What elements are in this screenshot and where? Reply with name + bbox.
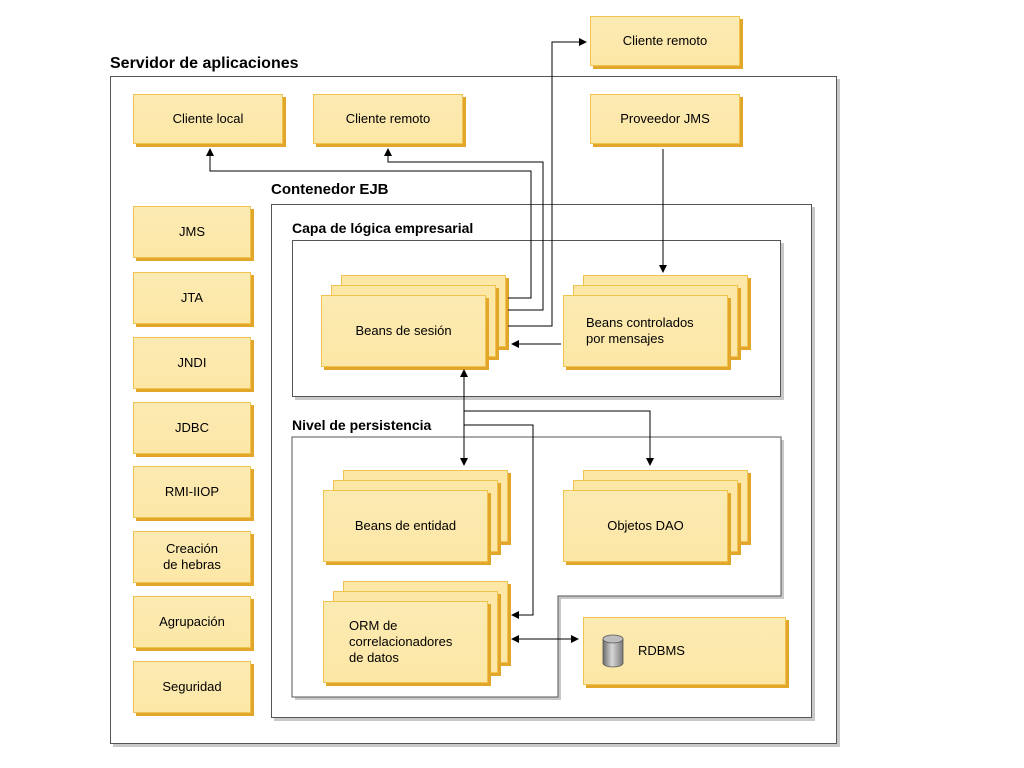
service-label-pooling: Agrupación [159, 614, 225, 629]
service-box-jndi: JNDI [133, 337, 251, 389]
service-label-jms: JMS [179, 224, 205, 239]
jms-provider-label: Proveedor JMS [620, 111, 710, 126]
rdbms-box: RDBMS [583, 617, 786, 685]
business-tier-title: Capa de lógica empresarial [292, 220, 474, 236]
remote-client-outer-box: Cliente remoto [590, 16, 740, 66]
session-beans-box: Beans de sesión [321, 295, 486, 367]
local-client-label: Cliente local [172, 111, 244, 126]
ejb-container-title: Contenedor EJB [271, 181, 389, 198]
service-label-jdbc: JDBC [175, 420, 209, 435]
database-cylinder-icon [602, 634, 624, 668]
persistence-tier-title: Nivel de persistencia [292, 417, 432, 433]
service-box-pooling: Agrupación [133, 596, 251, 648]
entity-beans-label: Beans de entidad [354, 518, 457, 533]
local-client-box: Cliente local [133, 94, 283, 144]
service-box-jdbc: JDBC [133, 402, 251, 454]
remote-client-inner-label: Cliente remoto [345, 111, 431, 126]
app-server-title: Servidor de aplicaciones [110, 55, 299, 72]
service-label-jta: JTA [180, 290, 204, 305]
service-box-rmi-iiop: RMI-IIOP [133, 466, 251, 518]
mdb-label: Beans controlados por mensajes [586, 315, 694, 346]
orm-box: ORM de correlacionadores de datos [323, 601, 488, 683]
service-box-jms: JMS [133, 206, 251, 258]
mdb-box: Beans controlados por mensajes [563, 295, 728, 367]
remote-client-outer-label: Cliente remoto [622, 33, 708, 48]
rdbms-label: RDBMS [638, 643, 685, 658]
service-box-jta: JTA [133, 272, 251, 324]
service-box-security: Seguridad [133, 661, 251, 713]
service-label-threading: Creación de hebras [163, 541, 221, 572]
dao-label: Objetos DAO [607, 518, 684, 533]
service-label-rmi-iiop: RMI-IIOP [164, 484, 220, 499]
remote-client-inner-box: Cliente remoto [313, 94, 463, 144]
session-beans-label: Beans de sesión [355, 323, 452, 338]
service-box-threading: Creación de hebras [133, 531, 251, 583]
entity-beans-box: Beans de entidad [323, 490, 488, 562]
service-label-security: Seguridad [162, 679, 222, 694]
jms-provider-box: Proveedor JMS [590, 94, 740, 144]
dao-box: Objetos DAO [563, 490, 728, 562]
service-label-jndi: JNDI [177, 355, 207, 370]
orm-label: ORM de correlacionadores de datos [349, 618, 453, 665]
